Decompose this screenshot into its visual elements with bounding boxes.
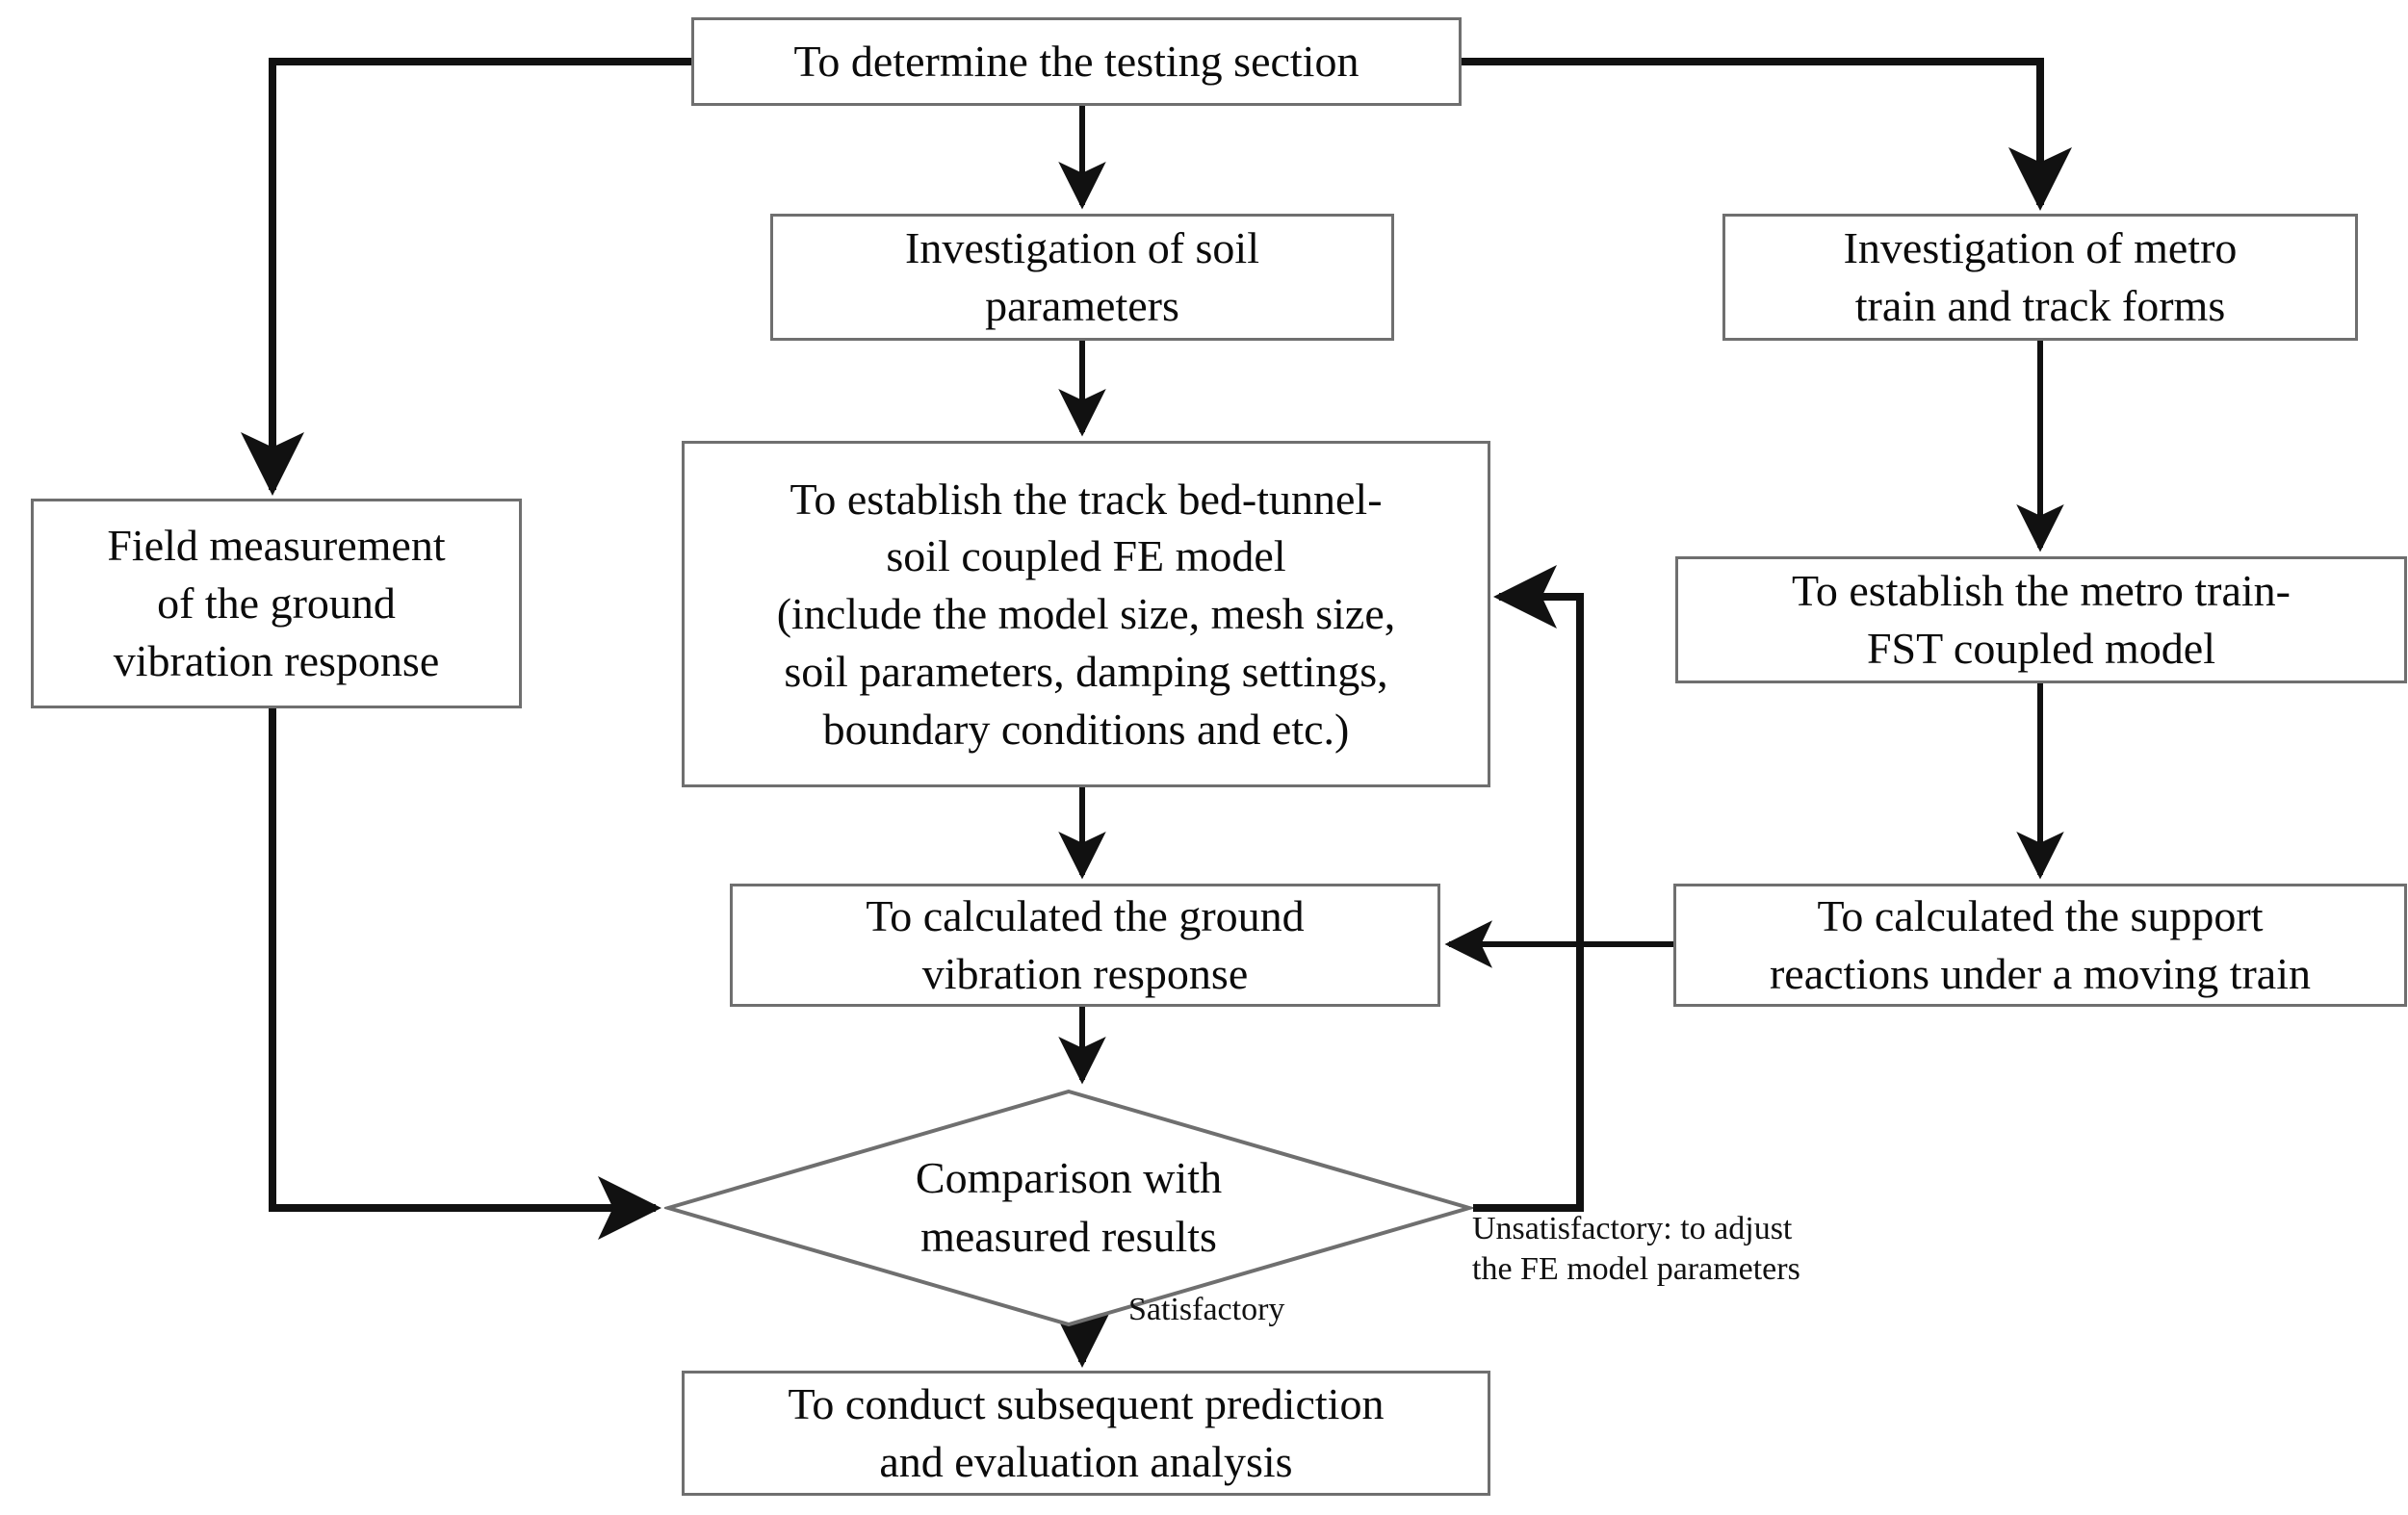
node-calculate-support-reactions[interactable]: To calculated the support reactions unde… [1673, 884, 2407, 1007]
edge-label-unsatisfactory: Unsatisfactory: to adjust the FE model p… [1472, 1211, 1800, 1288]
node-investigation-metro-train-track[interactable]: Investigation of metro train and track f… [1722, 214, 2358, 341]
edge-comparison-unsatisfactory-feedback [1473, 565, 1584, 1212]
comparison-decision-label: Comparison with measured results [915, 1153, 1223, 1261]
node-comparison-decision[interactable]: Comparison with measured results [664, 1088, 1473, 1328]
node-calculate-ground-vibration[interactable]: To calculated the ground vibration respo… [730, 884, 1440, 1007]
node-field-measurement[interactable]: Field measurement of the ground vibratio… [31, 499, 522, 708]
edge-field-to-comparison [269, 708, 661, 1240]
edge-label-satisfactory: Satisfactory [1128, 1292, 1285, 1327]
node-investigation-soil-parameters[interactable]: Investigation of soil parameters [770, 214, 1394, 341]
node-determine-testing-section[interactable]: To determine the testing section [691, 17, 1462, 106]
node-establish-train-fst-model[interactable]: To establish the metro train- FST couple… [1675, 556, 2407, 683]
edge-determine-to-field [241, 58, 691, 496]
edge-determine-to-metro [1462, 58, 2072, 211]
node-establish-fe-model[interactable]: To establish the track bed-tunnel- soil … [682, 441, 1490, 787]
node-conduct-prediction-evaluation[interactable]: To conduct subsequent prediction and eva… [682, 1371, 1490, 1496]
